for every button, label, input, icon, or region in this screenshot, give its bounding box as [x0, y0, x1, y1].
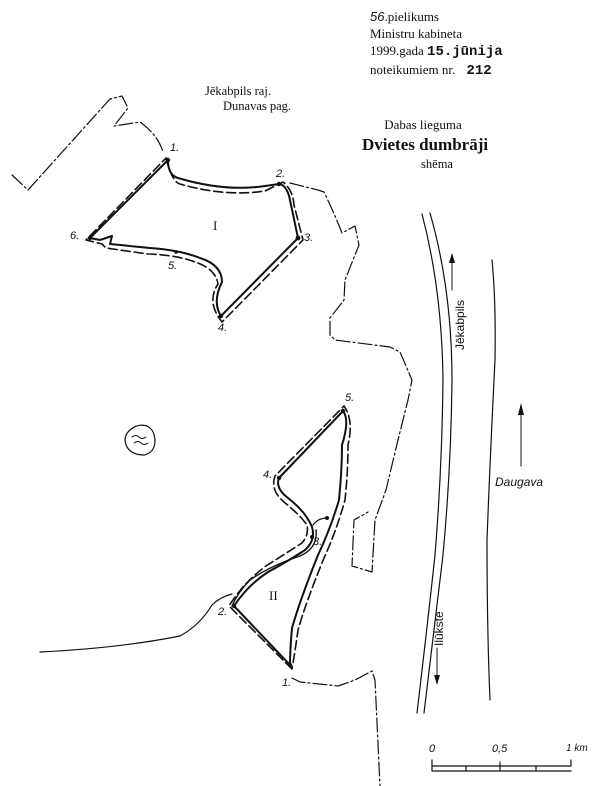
zone-ii-buffer — [228, 405, 352, 670]
zone-ii-point-4: 4. — [263, 469, 273, 481]
zone-ii-boundary — [233, 410, 348, 666]
zone-ii-point-3: 3. — [313, 536, 323, 548]
district-label: Jēkabpils raj. — [205, 84, 271, 98]
zone-ii-point-1: 1. — [282, 677, 292, 689]
annex-line-1: 56.pielikums — [370, 8, 503, 25]
zone-i-point-1: 1. — [170, 142, 180, 154]
annex-line-3: 1999.gada 15.jūnija — [370, 42, 503, 61]
zone-ii-label: II — [269, 588, 278, 603]
arrowhead-road-north — [449, 253, 455, 263]
zone-i-point-4: 4. — [218, 322, 228, 334]
annex-regulation-number: 212 — [466, 63, 492, 79]
annex-header: 56.pielikums Ministru kabineta 1999.gada… — [370, 8, 503, 80]
zone-ii-point-5: 5. — [345, 392, 355, 404]
zone-i-point-2: 2. — [276, 168, 286, 180]
zone-i-point-5: 5. — [168, 260, 178, 272]
map-title: Dabas lieguma Dvietes dumbrāji shēma — [362, 117, 488, 172]
annex-regulation-label: noteikumiem nr. — [370, 62, 456, 77]
zone-i-point-6: 6. — [70, 230, 80, 242]
title-line-1: Dabas lieguma — [384, 117, 462, 132]
scale-label-half: 0,5 — [492, 743, 508, 755]
annex-line-4: noteikumiem nr. 212 — [370, 61, 503, 80]
road-line-west — [416, 213, 444, 714]
admin-border-north — [11, 95, 413, 573]
scale-bar — [431, 759, 572, 772]
zone-i-label: I — [213, 218, 218, 233]
zone-i-buffer — [85, 157, 304, 323]
scale-label-1km: 1 km — [566, 743, 588, 754]
annex-line-2: Ministru kabineta — [370, 26, 463, 41]
zone-ii-spur — [312, 517, 328, 526]
road-line-east — [423, 212, 453, 714]
annex-year: 1999.gada — [370, 43, 424, 58]
zone-ii-road — [231, 529, 317, 607]
annex-number: 56 — [370, 9, 385, 24]
road-label-jekabpils: Jēkabpils — [453, 299, 467, 350]
zone-ii-point-2: 2. — [218, 606, 228, 618]
annex-label: .pielikums — [384, 9, 439, 24]
lake-icon — [124, 424, 156, 456]
river-bank — [486, 259, 496, 701]
road-label-ilukste: Ilūkste — [432, 611, 446, 646]
region-label: Jēkabpils raj. Dunavas pag. — [205, 84, 291, 114]
parish-label: Dunavas pag. — [223, 99, 292, 113]
zone-i-point-3: 3. — [304, 232, 314, 244]
zone-i-boundary — [89, 159, 299, 317]
arrowhead-road-south — [434, 675, 440, 685]
river-label-daugava: Daugava — [495, 475, 544, 489]
annex-date: 15.jūnija — [427, 44, 503, 60]
field-boundary — [39, 593, 233, 653]
title-line-3: shēma — [421, 157, 453, 171]
arrowhead-river-north — [518, 403, 524, 415]
admin-border-south — [291, 670, 381, 786]
scale-label-0: 0 — [429, 743, 436, 755]
lake-wave-icon — [131, 435, 149, 445]
title-line-2: Dvietes dumbrāji — [362, 135, 489, 154]
